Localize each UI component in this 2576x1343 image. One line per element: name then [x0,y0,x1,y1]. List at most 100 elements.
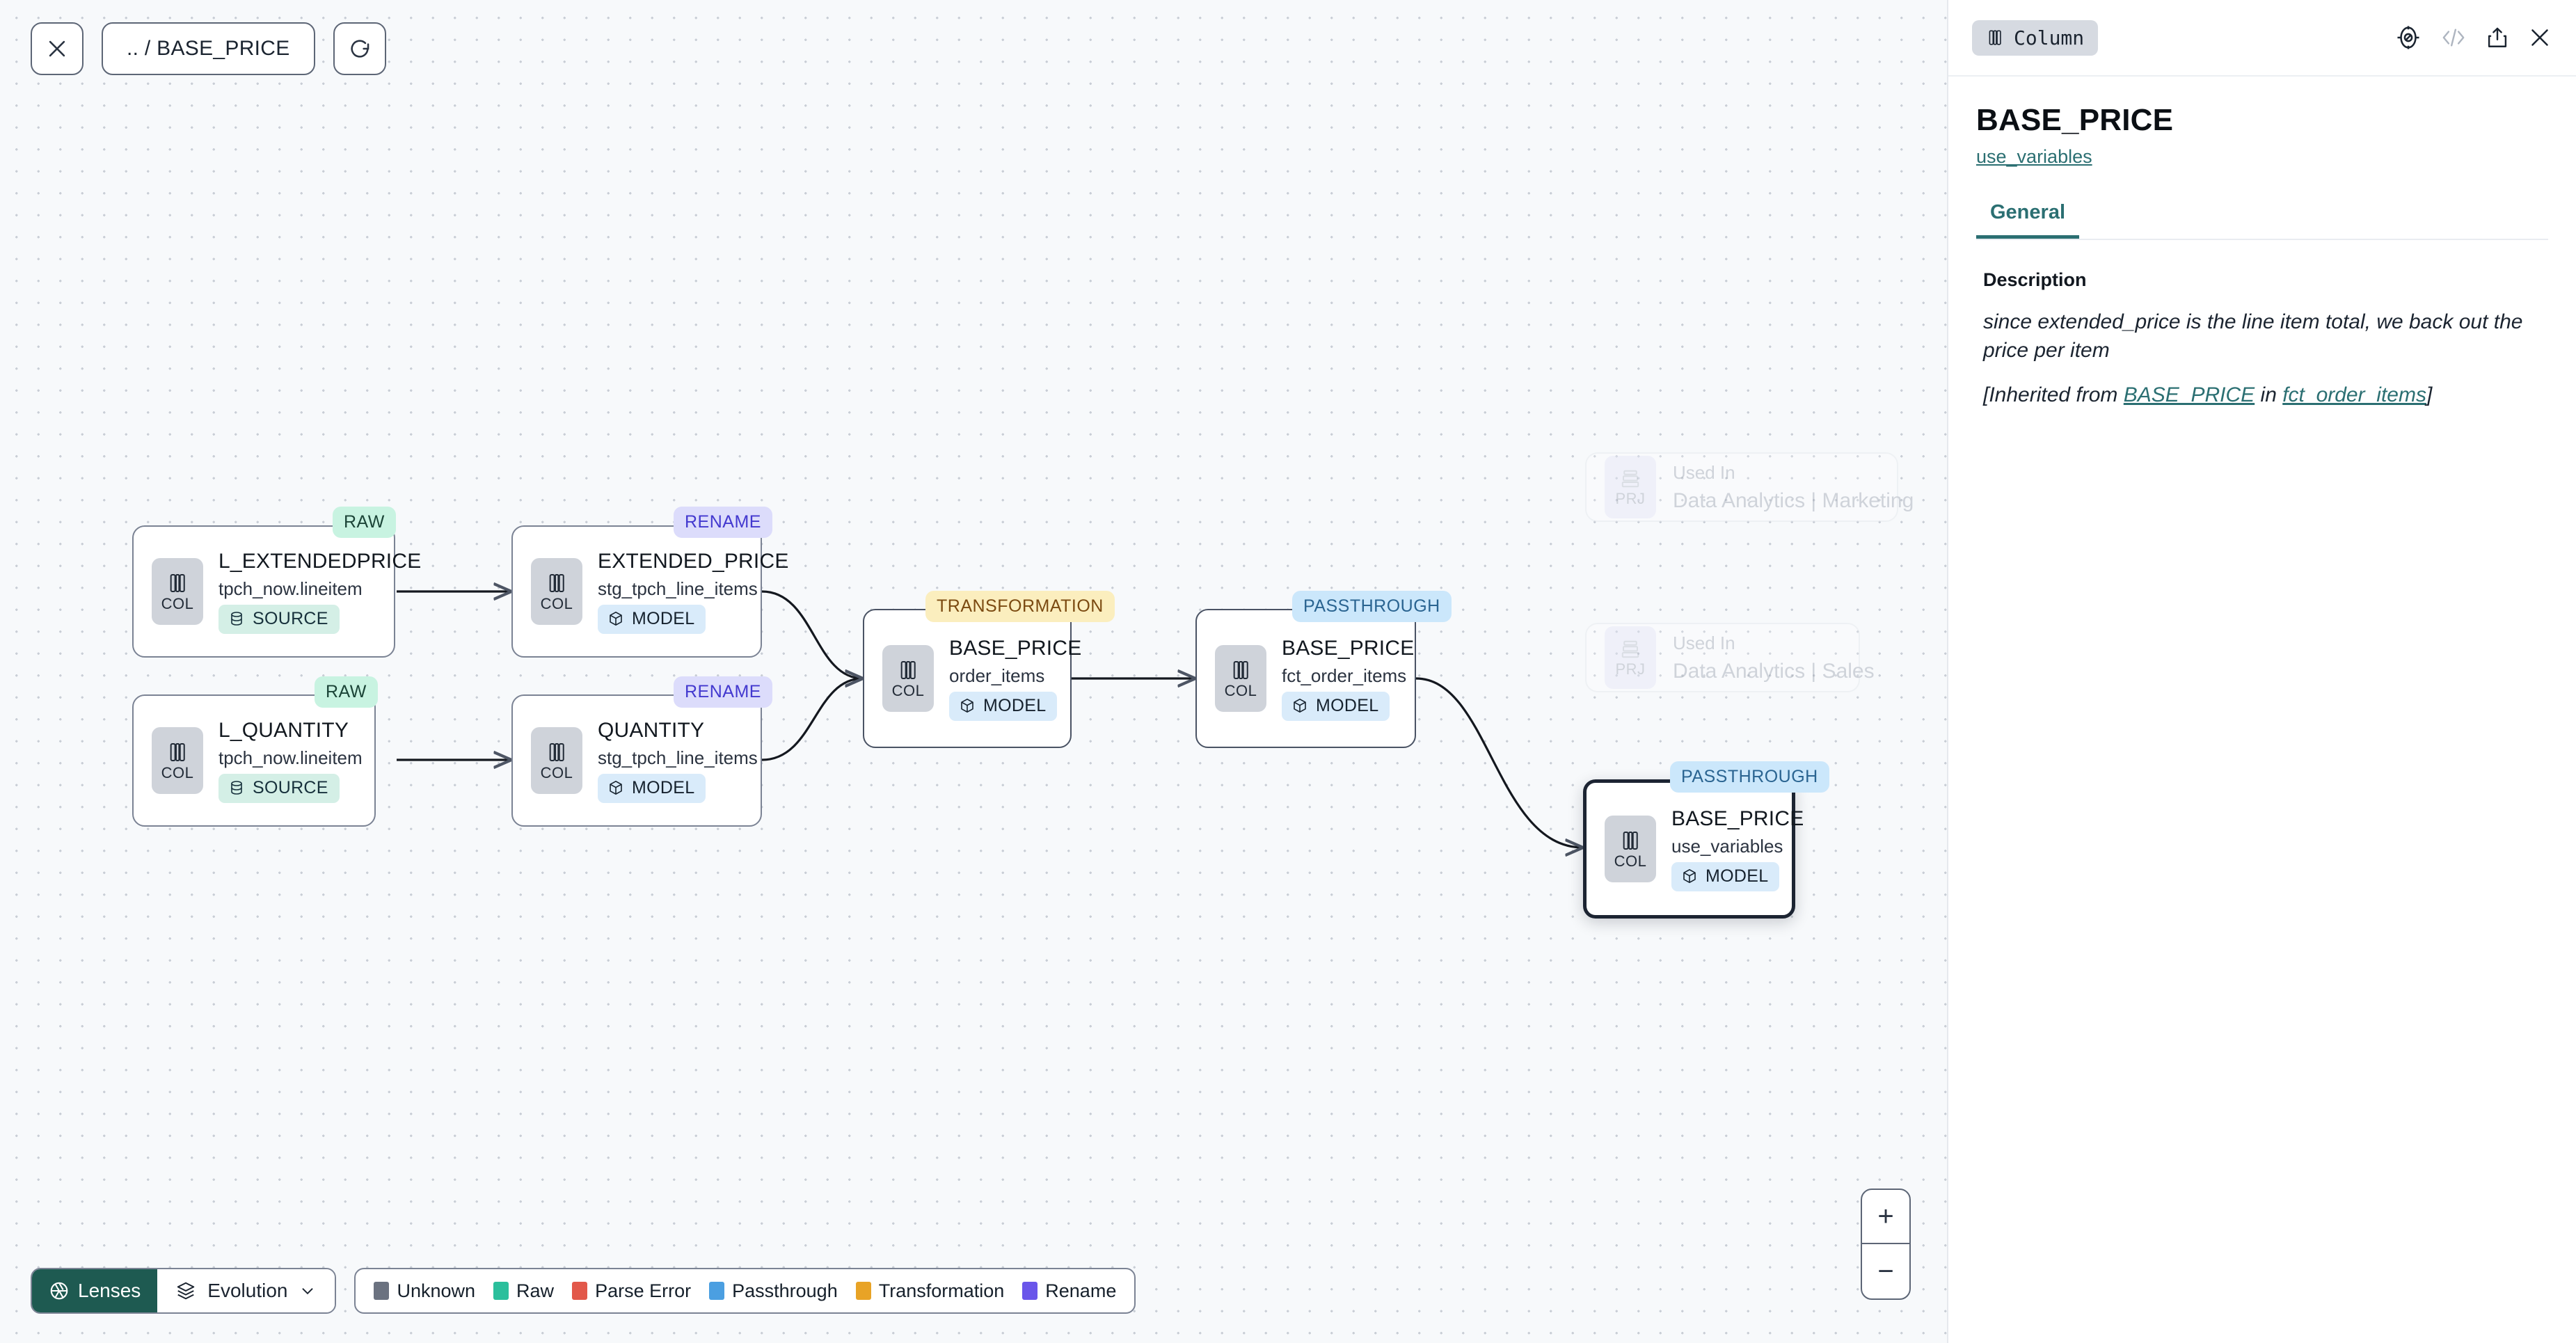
legend-label: Transformation [878,1280,1005,1301]
legend-swatch [709,1282,725,1300]
node-base-price-fct-order-items[interactable]: COL BASE_PRICE fct_order_items MODEL [1195,609,1416,748]
lenses-label: Lenses [78,1280,141,1301]
node-quantity[interactable]: COL QUANTITY stg_tpch_line_items MODEL [511,694,762,827]
panel-header-actions [2395,24,2552,51]
compass-icon [2397,26,2419,49]
used-in-value: Data Analytics | Sales [1673,659,1875,683]
cube-icon [610,781,622,795]
parent-model-link[interactable]: use_variables [1976,146,2092,167]
close-button[interactable] [31,22,84,75]
badge-passthrough: PASSTHROUGH [1292,591,1452,622]
legend: Unknown Raw Parse Error Passthrough Tran… [354,1268,1136,1314]
legend-swatch [855,1282,871,1300]
node-base-price-order-items[interactable]: COL BASE_PRICE order_items MODEL [863,609,1081,748]
legend-item-rename[interactable]: Rename [1022,1280,1116,1302]
legend-swatch [572,1282,588,1300]
column-icon [1623,832,1638,850]
legend-label: Parse Error [595,1280,692,1301]
col-icon-box: COL [531,727,582,794]
description-text: since extended_price is the line item to… [1983,310,2523,363]
col-icon-box: COL [1605,816,1656,882]
legend-swatch [374,1282,390,1300]
col-icon-box: COL [1215,645,1266,712]
node-subtitle: fct_order_items [1282,665,1407,686]
panel-tabs: General [1976,201,2548,240]
details-panel: Column [1947,0,2576,1343]
badge-transformation: TRANSFORMATION [925,591,1115,622]
parent-model-link-wrap: use_variables [1948,138,2576,168]
inherit-column-link[interactable]: BASE_PRICE [2123,383,2255,406]
breadcrumb[interactable]: .. / BASE_PRICE [102,22,315,75]
cube-icon [1683,869,1696,883]
legend-label: Passthrough [732,1280,838,1301]
canvas-bottom-bar: Lenses Evolution Unknown [31,1268,1136,1314]
refresh-button[interactable] [333,22,386,75]
lens-group: Lenses Evolution [31,1268,337,1314]
database-icon [231,612,242,626]
description-label: Description [1983,269,2087,290]
close-icon [2531,29,2548,46]
close-icon [49,40,65,57]
node-subtitle: stg_tpch_line_items [598,747,758,768]
aperture-icon [50,1282,68,1300]
cube-icon [1294,699,1306,713]
used-in-sales[interactable]: PRJ Used In Data Analytics | Sales [1585,623,1875,692]
pill-label: MODEL [1706,866,1769,886]
panel-header: Column [1948,0,2576,77]
col-label: COL [540,764,573,781]
pill-model: MODEL [1282,691,1390,721]
legend-swatch [1022,1282,1038,1300]
legend-item-raw[interactable]: Raw [493,1280,554,1302]
prj-icon-box: PRJ [1605,456,1656,518]
chevron-down-icon [303,1288,313,1295]
project-icon [1621,640,1639,658]
pill-label: SOURCE [253,608,328,628]
entity-type-chip: Column [1972,19,2099,56]
cube-icon [610,612,622,626]
used-in-marketing[interactable]: PRJ Used In Data Analytics | Marketing [1585,452,1914,522]
refresh-icon [350,40,369,58]
breadcrumb-label: .. / BASE_PRICE [127,37,290,60]
evolution-dropdown[interactable]: Evolution [157,1269,335,1312]
node-subtitle: tpch_now.lineitem [218,747,363,768]
node-subtitle: use_variables [1671,835,1783,857]
canvas-toolbar: .. / BASE_PRICE [31,22,386,75]
node-extended-price[interactable]: COL EXTENDED_PRICE stg_tpch_line_items M… [511,525,788,658]
description-section: Description since extended_price is the … [1948,240,2576,407]
column-icon [1233,661,1248,679]
legend-item-unknown[interactable]: Unknown [374,1280,475,1302]
pill-model: MODEL [598,604,706,634]
legend-swatch [493,1282,509,1300]
inherit-mid: in [2255,383,2283,406]
node-title: BASE_PRICE [1282,636,1415,660]
legend-item-transformation[interactable]: Transformation [855,1280,1005,1302]
inherit-model-link[interactable]: fct_order_items [2282,383,2426,406]
lineage-canvas[interactable]: .. / BASE_PRICE [0,0,1947,1343]
used-in-label: Used In [1673,461,1735,483]
lenses-button[interactable]: Lenses [32,1269,158,1312]
tab-general[interactable]: General [1976,201,2079,239]
node-title: QUANTITY [598,718,705,742]
node-l-quantity[interactable]: COL L_QUANTITY tpch_now.lineitem SOURCE [132,694,376,827]
explore-compass-button[interactable] [2395,24,2422,51]
column-icon [549,574,564,592]
zoom-in-button[interactable]: + [1862,1190,1909,1244]
panel-close-button[interactable] [2527,25,2552,50]
inherit-prefix: [Inherited from [1983,383,2124,406]
column-icon [549,743,564,761]
zoom-out-button[interactable]: − [1877,1255,1894,1287]
pill-source: SOURCE [218,773,340,803]
share-button[interactable] [2486,25,2509,50]
legend-item-parse-error[interactable]: Parse Error [572,1280,691,1302]
node-title: BASE_PRICE [1671,806,1804,830]
evolution-label: Evolution [207,1280,288,1301]
prj-label: PRJ [1615,660,1646,678]
col-icon-box: COL [531,558,582,625]
node-l-extendedprice[interactable]: COL L_EXTENDEDPRICE tpch_now.lineitem SO… [132,525,421,658]
node-base-price-use-variables[interactable]: COL BASE_PRICE use_variables MODEL [1583,779,1804,919]
legend-item-passthrough[interactable]: Passthrough [709,1280,838,1302]
code-view-button[interactable] [2440,26,2467,49]
node-subtitle: order_items [949,665,1045,686]
node-subtitle: tpch_now.lineitem [218,578,363,599]
prj-label: PRJ [1615,489,1646,507]
